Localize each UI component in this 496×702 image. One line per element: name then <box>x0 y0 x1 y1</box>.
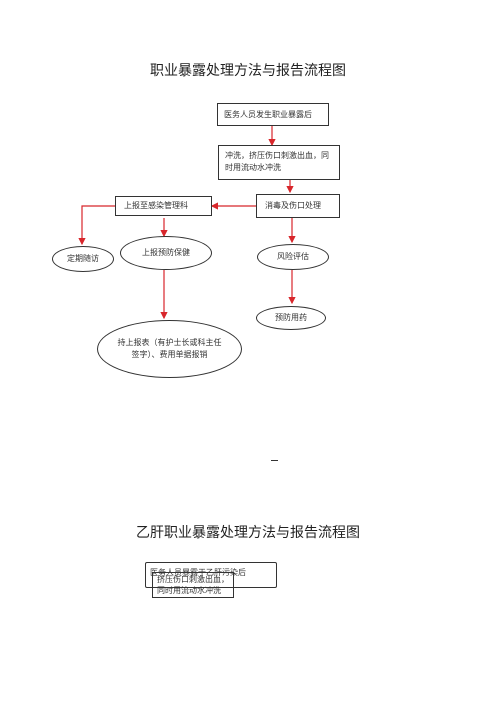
node-disinfect: 消毒及伤口处理 <box>256 194 340 218</box>
page-title: 职业暴露处理方法与报告流程图 <box>150 63 346 79</box>
node-form: 持上报表（有护士长或科主任签字）、费用单据报销 <box>97 320 242 378</box>
node-report-prevention: 上报预防保健 <box>120 236 212 270</box>
arrow-report-to-followup <box>78 205 115 246</box>
node-wash: 冲洗，挤压伤口刺激出血，同时用流动水冲洗 <box>218 145 340 180</box>
node2-wash: 挤压伤口刺激出血，同时用流动水冲洗 <box>152 572 234 598</box>
node2-start: 医务人员暴露于乙肝污染后 <box>145 562 277 588</box>
node-followup: 定期随访 <box>52 246 114 272</box>
page2-title: 乙肝职业暴露处理方法与报告流程图 <box>136 525 360 541</box>
node-start: 医务人员发生职业暴露后 <box>217 103 329 126</box>
page-separator <box>271 460 278 461</box>
node-report-infection: 上报至感染管理科 <box>115 196 212 216</box>
node-risk: 风险评估 <box>257 244 329 270</box>
node-prophylaxis: 预防用药 <box>256 306 326 330</box>
